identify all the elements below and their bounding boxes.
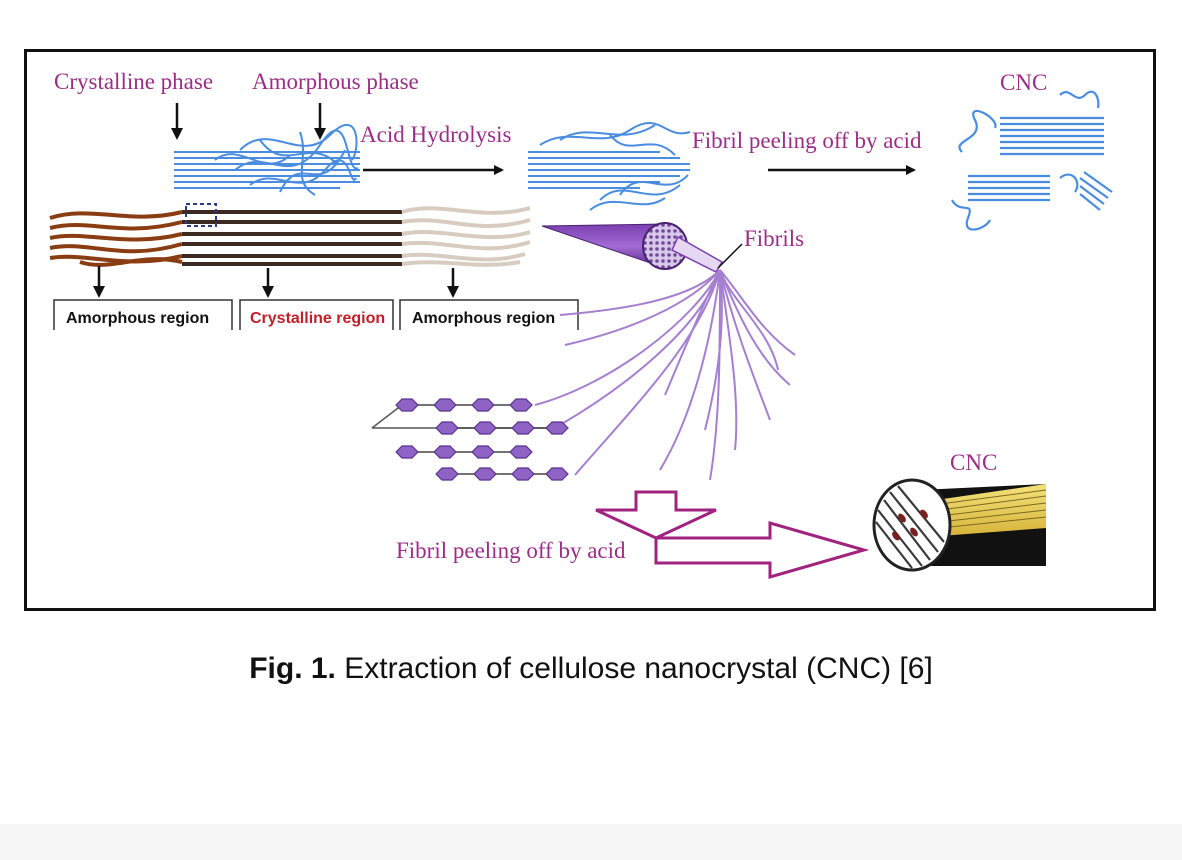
cellulose-fiber-bundle-1 xyxy=(174,123,360,196)
amorphous-phase-label: Amorphous phase xyxy=(252,69,419,94)
acid-hydrolysis-label: Acid Hydrolysis xyxy=(360,122,511,147)
cellulose-chains xyxy=(371,398,569,481)
region-pointer-arrows xyxy=(93,266,459,298)
cnc-bottom-label: CNC xyxy=(950,450,997,475)
cnc-crystals-top xyxy=(951,90,1113,231)
fibril-strands xyxy=(534,269,796,481)
fibril-peeling-top-label: Fibril peeling off by acid xyxy=(692,128,922,153)
fibrils-label: Fibrils xyxy=(744,226,804,251)
region-label-amorphous-right: Amorphous region xyxy=(412,310,555,327)
crystalline-phase-label: Crystalline phase xyxy=(54,69,213,94)
fibril-peeling-bottom-label: Fibril peeling off by acid xyxy=(396,538,626,563)
crystalline-fibers-middle xyxy=(182,210,402,266)
page-bottom-band xyxy=(0,824,1182,860)
phase-pointer-arrows xyxy=(171,103,326,140)
selection-marker xyxy=(185,203,217,227)
figure-number: Fig. 1. xyxy=(249,652,336,685)
amorphous-fibers-right xyxy=(401,206,531,267)
microfibril-cone xyxy=(541,222,724,273)
cnc-top-label: CNC xyxy=(1000,70,1047,95)
amorphous-fibers-left xyxy=(49,210,183,267)
figure-caption: Fig. 1. Extraction of cellulose nanocrys… xyxy=(0,652,1182,686)
region-label-amorphous-left: Amorphous region xyxy=(66,310,209,327)
figure-caption-text: Extraction of cellulose nanocrystal (CNC… xyxy=(335,652,933,685)
cnc-crystal-block xyxy=(872,478,1047,572)
hollow-down-arrow xyxy=(595,490,717,540)
hollow-right-arrow xyxy=(654,521,870,579)
region-label-crystalline: Crystalline region xyxy=(250,310,385,327)
cellulose-fiber-bundle-2 xyxy=(528,122,691,211)
region-brackets xyxy=(53,299,579,330)
fibrils-pointer-line xyxy=(717,243,743,269)
